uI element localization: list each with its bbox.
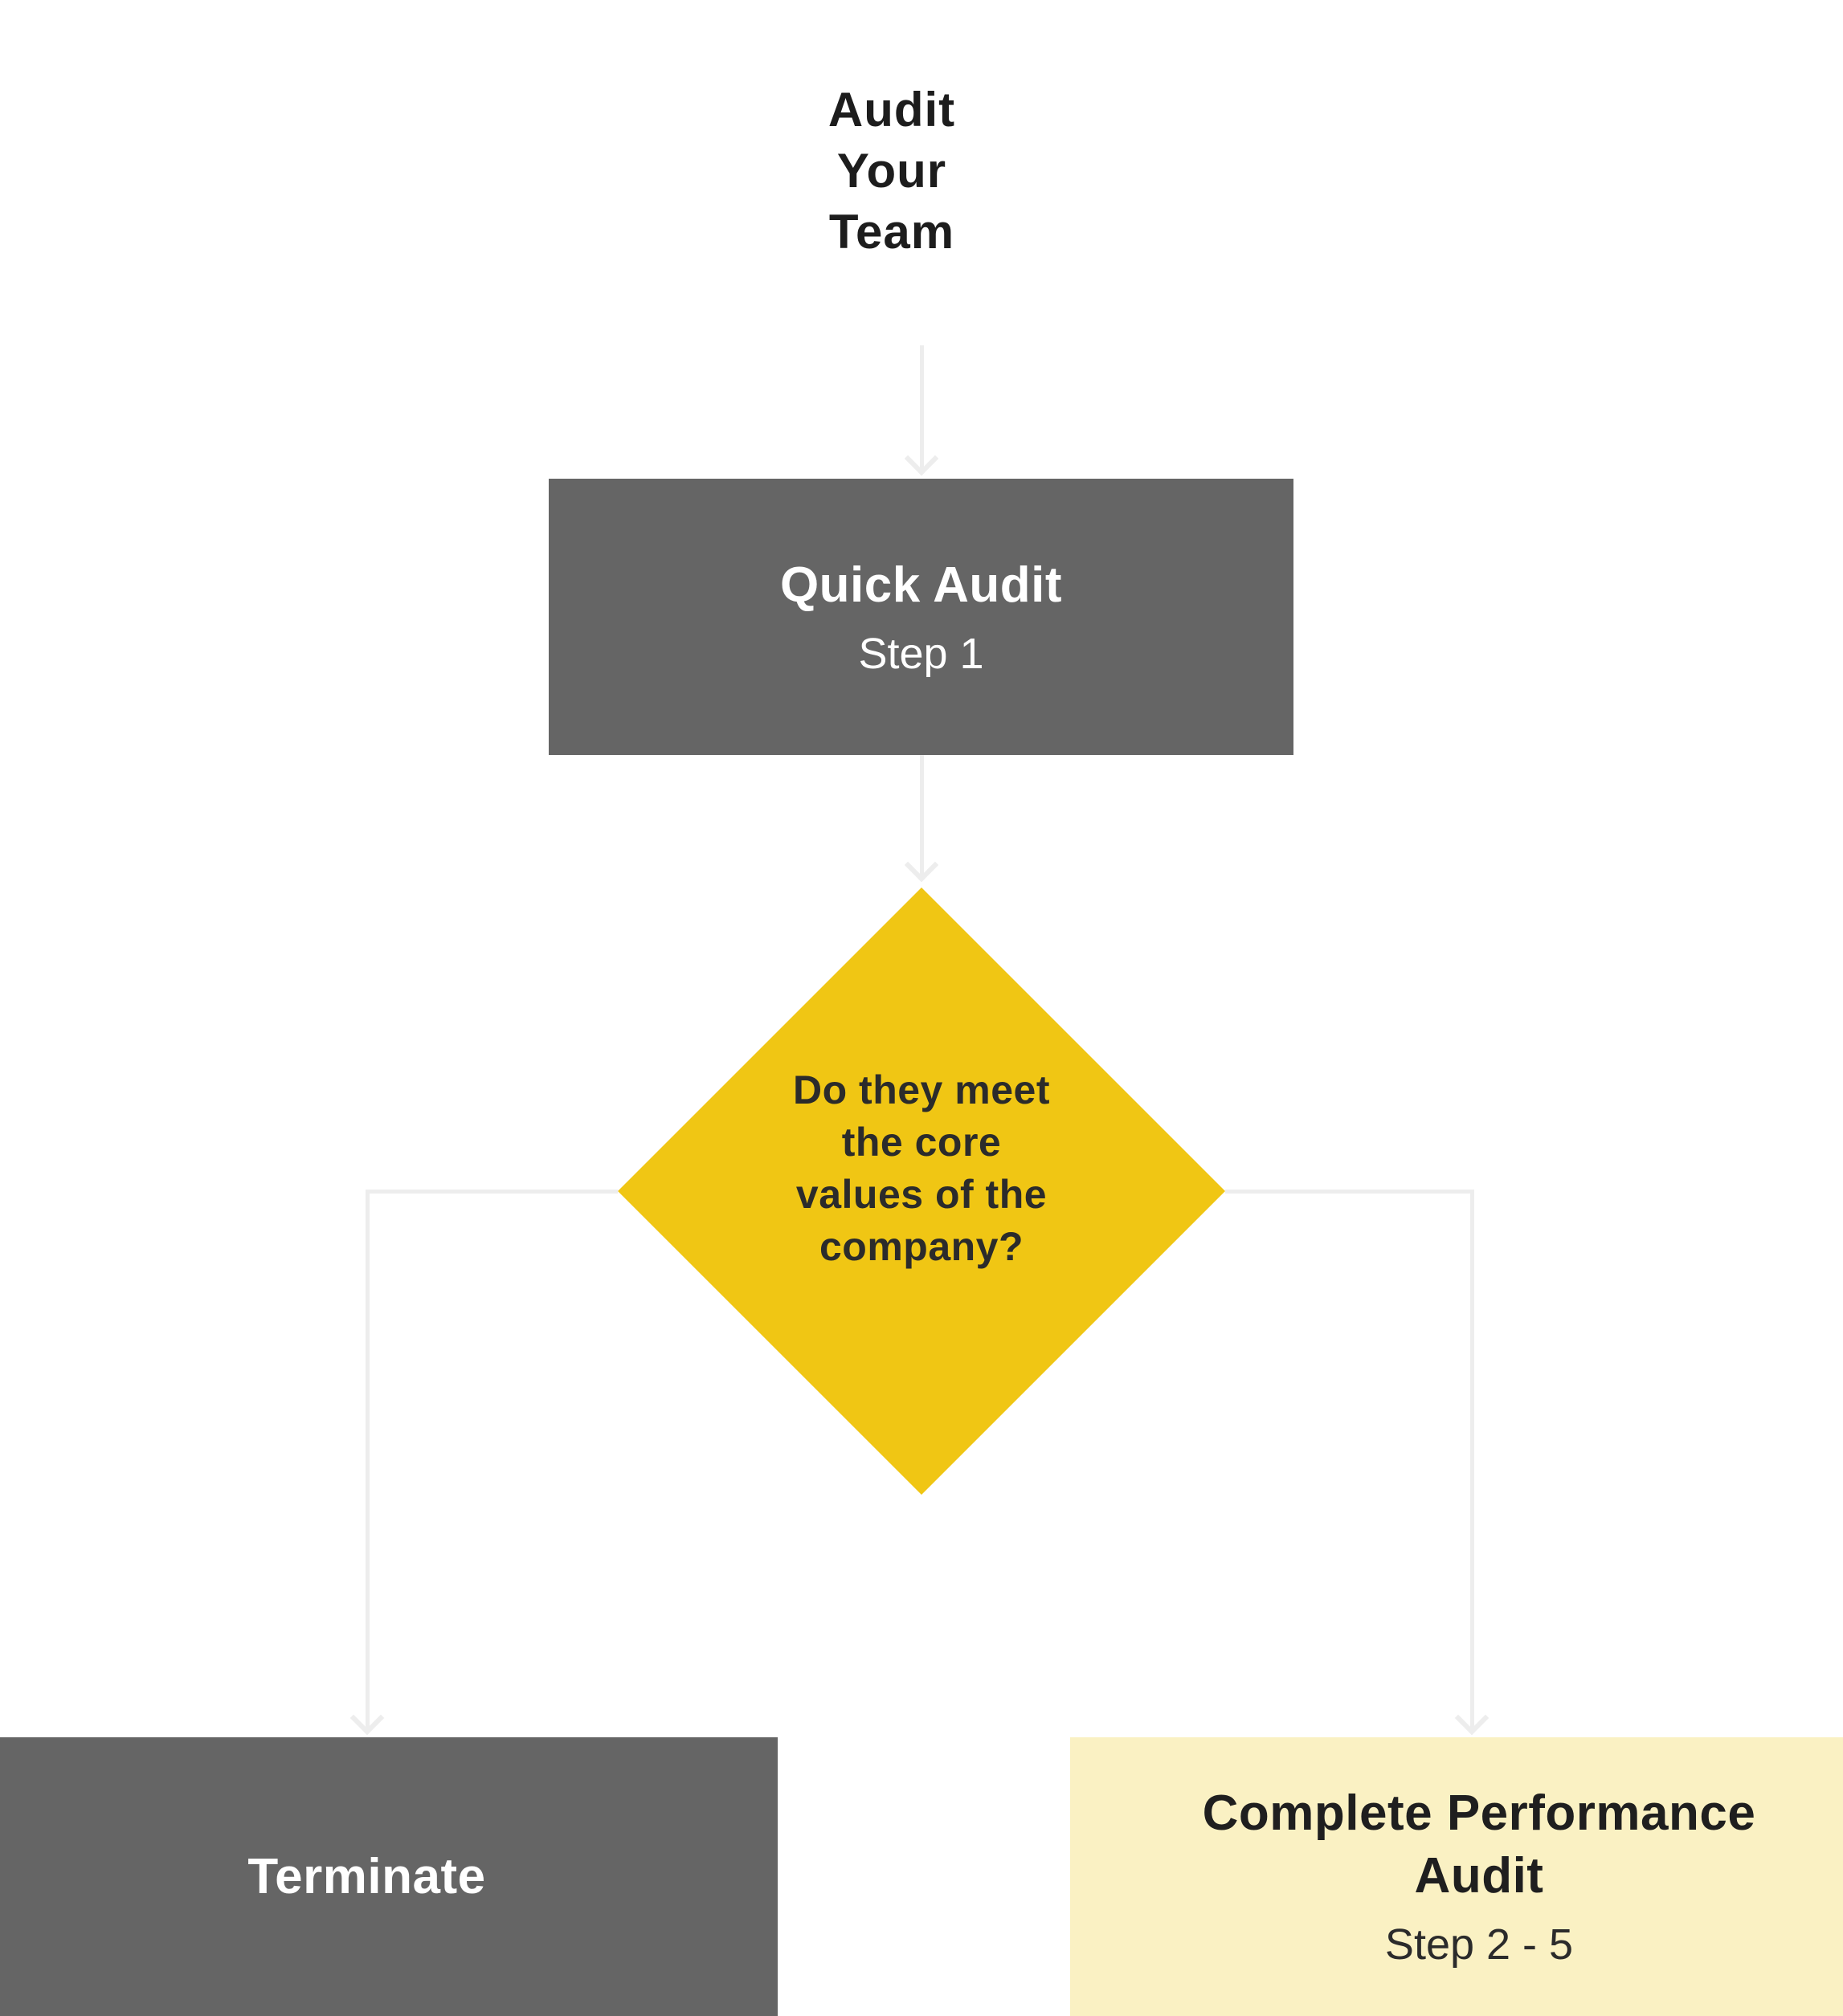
arrowhead-down-icon — [904, 847, 939, 883]
node-quick-audit-label: Quick Audit — [779, 557, 1063, 613]
connector-line-decision-to-terminate-horizontal — [366, 1190, 618, 1194]
connector-line-title-to-quick-audit — [920, 345, 924, 472]
connector-line-quick-audit-to-decision — [920, 755, 924, 879]
arrowhead-down-icon — [904, 441, 939, 476]
decision-text-line: values of the — [795, 1172, 1048, 1217]
node-complete-audit-label-line: Complete Performance — [1202, 1785, 1756, 1841]
arrowhead-down-icon — [1454, 1700, 1490, 1736]
node-complete-performance-audit: Complete Performance Audit Step 2 - 5 — [1070, 1737, 1843, 2016]
arrowhead-down-icon — [349, 1700, 385, 1736]
decision-text-line: Do they meet — [793, 1067, 1050, 1112]
node-decision-diamond: Do they meet the core values of the comp… — [618, 888, 1225, 1495]
page-title-line: Team — [828, 205, 955, 259]
node-complete-audit-label: Complete Performance Audit — [1203, 1782, 1756, 1908]
page-title: Audit Your Team — [691, 80, 1093, 263]
page-title-line: Your — [836, 144, 947, 198]
connector-line-decision-to-complete-horizontal — [1225, 1190, 1474, 1194]
node-complete-audit-label-line: Audit — [1414, 1848, 1544, 1904]
decision-text-line: company? — [819, 1224, 1024, 1269]
node-quick-audit: Quick Audit Step 1 — [549, 479, 1293, 755]
node-terminate-label: Terminate — [247, 1848, 486, 1904]
decision-text-line: the core — [841, 1120, 1002, 1165]
node-terminate: Terminate — [0, 1737, 778, 2016]
connector-line-decision-to-complete-vertical — [1470, 1190, 1474, 1732]
node-complete-audit-step: Step 2 - 5 — [1384, 1920, 1574, 1969]
node-quick-audit-step: Step 1 — [858, 629, 984, 678]
page-title-line: Audit — [828, 83, 956, 137]
connector-line-decision-to-terminate-vertical — [366, 1190, 370, 1732]
node-decision-label: Do they meet the core values of the comp… — [793, 1064, 1050, 1273]
